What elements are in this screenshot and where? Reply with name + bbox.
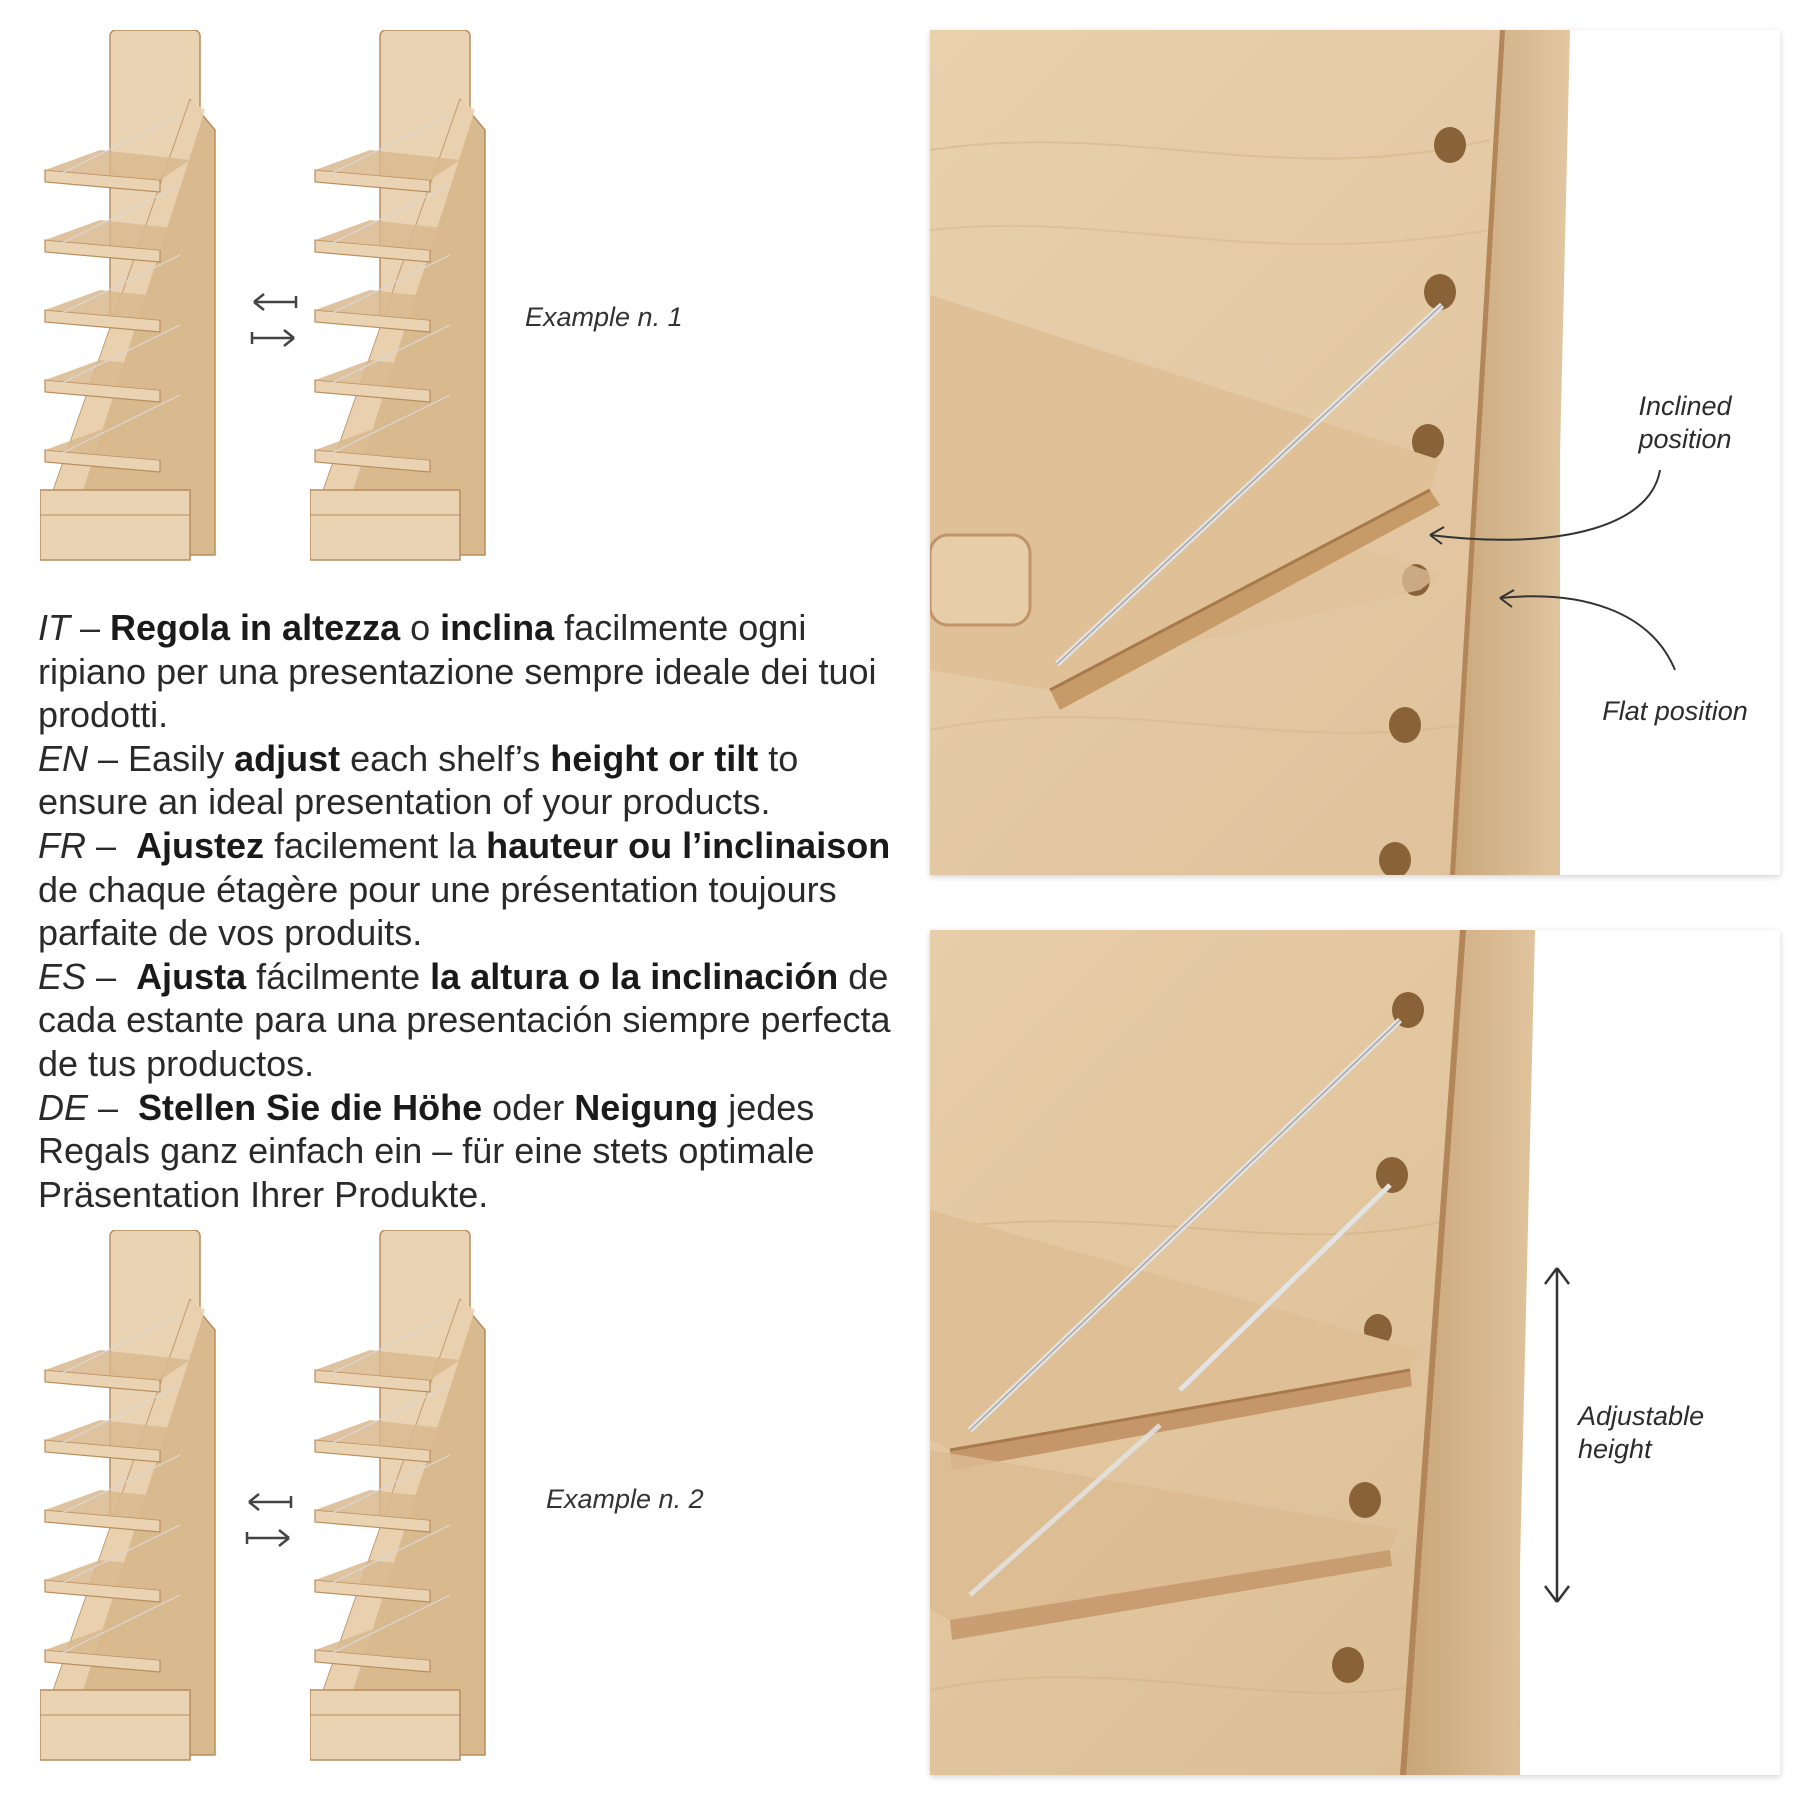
swap-arrows-icon <box>250 293 298 347</box>
inclined-position-label: Inclined position <box>1638 391 1732 454</box>
inclined-flat-detail-photo: Inclined position Flat position <box>930 30 1780 875</box>
description-de: DE – Stellen Sie die Höhe oder Neigung j… <box>38 1086 815 1215</box>
example-2-display-left <box>40 1230 216 1761</box>
double-arrow-icon <box>1544 1267 1570 1603</box>
example-2-display-right <box>310 1230 486 1761</box>
description-es: ES – Ajusta fácilmente la altura o la in… <box>38 955 891 1084</box>
swap-arrows-icon <box>245 1493 293 1547</box>
description-fr: FR – Ajustez facilement la hauteur ou l’… <box>38 824 891 954</box>
description-it: IT – Regola in altezza o inclina facilme… <box>38 607 877 736</box>
example-1-label: Example n. 1 <box>525 302 683 332</box>
example-2-label: Example n. 2 <box>546 1484 704 1514</box>
example-1-display-right <box>310 30 486 561</box>
adjustable-height-label: Adjustable height <box>1578 1401 1705 1464</box>
adjustable-height-detail-photo: Adjustable height <box>930 930 1780 1775</box>
example-1-display-left <box>40 30 216 561</box>
description-en: EN – Easily adjust each shelf’s height o… <box>38 737 799 823</box>
multilingual-description: IT – Regola in altezza o inclina facilme… <box>38 606 898 1216</box>
flat-position-label: Flat position <box>1602 696 1748 726</box>
